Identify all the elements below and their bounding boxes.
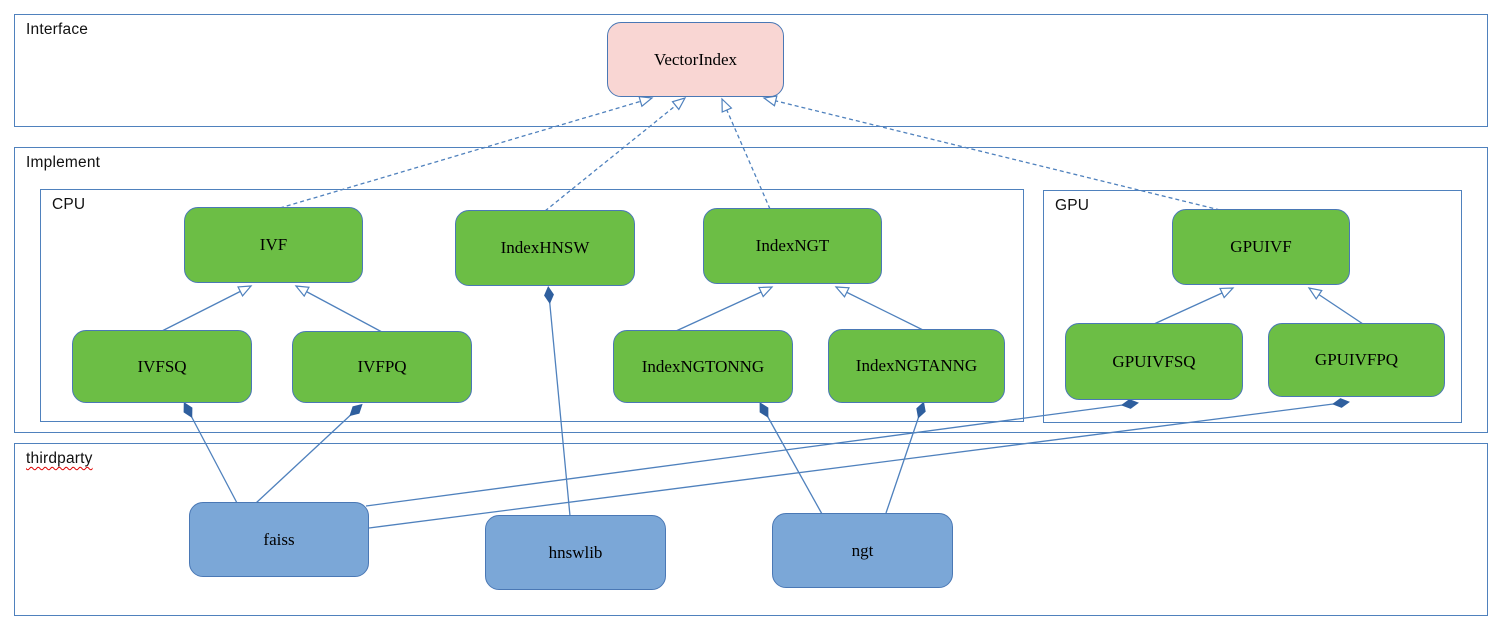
node-ngt-label: ngt <box>851 540 874 560</box>
node-gpuivfpq[interactable]: GPUIVFPQ <box>1268 323 1445 397</box>
node-ivfsq-label: IVFSQ <box>137 356 187 376</box>
container-thirdparty-label: thirdparty <box>26 450 93 467</box>
node-hnswlib[interactable]: hnswlib <box>485 515 666 590</box>
node-ivf[interactable]: IVF <box>184 207 363 283</box>
node-indexngtonng-label: IndexNGTONNG <box>641 356 765 376</box>
node-gpuivf-label: GPUIVF <box>1230 237 1292 256</box>
node-indexngtanng-label: IndexNGTANNG <box>855 356 978 375</box>
node-ivfsq[interactable]: IVFSQ <box>72 330 252 403</box>
node-indexngtonng[interactable]: IndexNGTONNG <box>613 330 793 403</box>
node-indexngtanng[interactable]: IndexNGTANNG <box>828 329 1005 403</box>
container-cpu-label: CPU <box>52 196 86 213</box>
node-vectorindex[interactable]: VectorIndex <box>607 22 784 97</box>
node-indexngt-label: IndexNGT <box>755 236 830 255</box>
node-ivf-label: IVF <box>259 235 288 254</box>
node-gpuivfsq[interactable]: GPUIVFSQ <box>1065 323 1243 400</box>
node-indexngt[interactable]: IndexNGT <box>703 208 882 284</box>
container-implement-label: Implement <box>26 154 101 171</box>
node-ivfpq-label: IVFPQ <box>357 357 407 376</box>
node-ivfpq[interactable]: IVFPQ <box>292 331 472 403</box>
container-gpu-label: GPU <box>1055 197 1090 214</box>
node-gpuivfsq-label: GPUIVFSQ <box>1112 351 1196 371</box>
node-gpuivf[interactable]: GPUIVF <box>1172 209 1350 285</box>
node-gpuivfpq-label: GPUIVFPQ <box>1314 350 1399 369</box>
node-indexhnsw[interactable]: IndexHNSW <box>455 210 635 286</box>
node-vectorindex-label: VectorIndex <box>653 49 738 69</box>
node-hnswlib-label: hnswlib <box>548 542 603 562</box>
node-faiss[interactable]: faiss <box>189 502 369 577</box>
node-faiss-label: faiss <box>263 529 295 549</box>
node-indexhnsw-label: IndexHNSW <box>500 238 590 257</box>
container-interface-label: Interface <box>26 21 89 38</box>
node-ngt[interactable]: ngt <box>772 513 953 588</box>
